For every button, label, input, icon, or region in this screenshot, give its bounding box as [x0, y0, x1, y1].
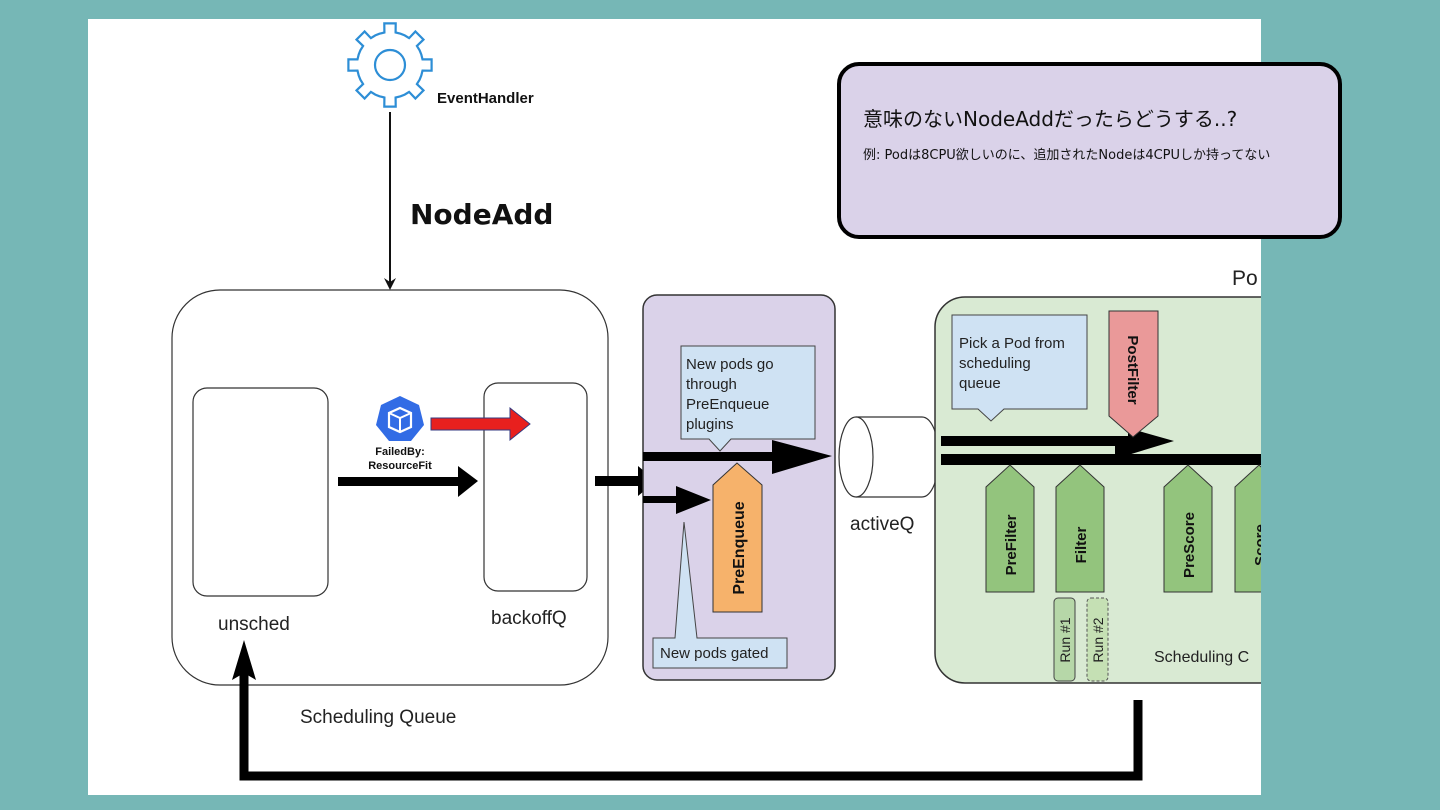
event-handler-label: EventHandler: [437, 90, 534, 107]
new-pods-arrow: [643, 440, 832, 474]
pick-pod-note-text: Pick a Pod from scheduling queue: [959, 335, 1069, 392]
callout-title: 意味のないNodeAddだったらどうする..?: [863, 107, 1238, 131]
unsched-to-backoffq-arrow: [338, 466, 478, 497]
backoffq-label: backoffQ: [491, 608, 567, 629]
plugin-prescore: [1163, 464, 1213, 593]
plugin-list: PreFilter Filter PreScore Score: [985, 464, 1261, 593]
backoffq-box: [483, 382, 588, 592]
pre-enqueue-plugin-label: PreEnqueue: [731, 501, 748, 594]
failed-by-line1: FailedBy:: [375, 446, 425, 458]
cycle-main-path: [941, 454, 1261, 465]
postfilter-path: [941, 436, 1126, 446]
gear-icon: [347, 22, 433, 108]
plugin-label-prefilter: PreFilter: [1003, 514, 1020, 575]
activeq-label: activeQ: [850, 514, 914, 535]
run-1-label: Run #1: [1057, 617, 1073, 662]
run-2-box: [1086, 597, 1109, 682]
postfilter-label: PostFilter: [1124, 335, 1141, 404]
requeue-arrow: [430, 406, 531, 442]
run-2-label: Run #2: [1090, 617, 1106, 662]
scheduling-cycle-label: Scheduling C: [1154, 649, 1249, 666]
plugin-prefilter: [985, 464, 1035, 593]
failed-by-line2: ResourceFit: [368, 460, 432, 472]
pick-pod-note: [951, 314, 1088, 422]
run-1-box: [1053, 597, 1076, 682]
pre-enqueue-note-text: New pods go through PreEnqueue plugins: [686, 356, 778, 433]
question-callout: 意味のないNodeAddだったらどうする..? 例: Podは8CPU欲しいのに…: [837, 62, 1342, 239]
plugin-label-score: Score: [1252, 524, 1261, 566]
scheduling-queue-label: Scheduling Queue: [300, 707, 456, 728]
plugin-filter: [1055, 464, 1105, 593]
gated-note: [652, 521, 788, 669]
postfilter-arrowhead: [1128, 428, 1174, 455]
callout-body: 例: Podは8CPU欲しいのに、追加されたNodeは4CPUしか持ってない: [863, 148, 1271, 163]
retry-path: [239, 668, 1143, 781]
backoffq-to-activeq-arrow: [595, 466, 656, 496]
gated-note-label: New pods gated: [660, 645, 768, 662]
unsched-label: unsched: [218, 614, 290, 635]
postfilter-plugin: [1108, 310, 1159, 438]
pre-enqueue-note: [680, 345, 816, 452]
gated-arrow: [643, 486, 711, 514]
unsched-box: [192, 387, 329, 597]
pod-cycle-header: Po: [1232, 267, 1258, 290]
node-add-label: NodeAdd: [410, 198, 553, 231]
kubernetes-pod-icon: [376, 396, 424, 441]
plugin-score: [1234, 464, 1261, 593]
retry-arrowhead: [232, 640, 256, 680]
plugin-label-prescore: PreScore: [1181, 512, 1198, 578]
activeq-cylinder: [838, 416, 940, 498]
plugin-label-filter: Filter: [1073, 527, 1090, 564]
scheduler-diagram: EventHandler NodeAdd unsched backoffQ Sc…: [171, 22, 1261, 781]
pre-enqueue-plugin: [712, 462, 763, 613]
